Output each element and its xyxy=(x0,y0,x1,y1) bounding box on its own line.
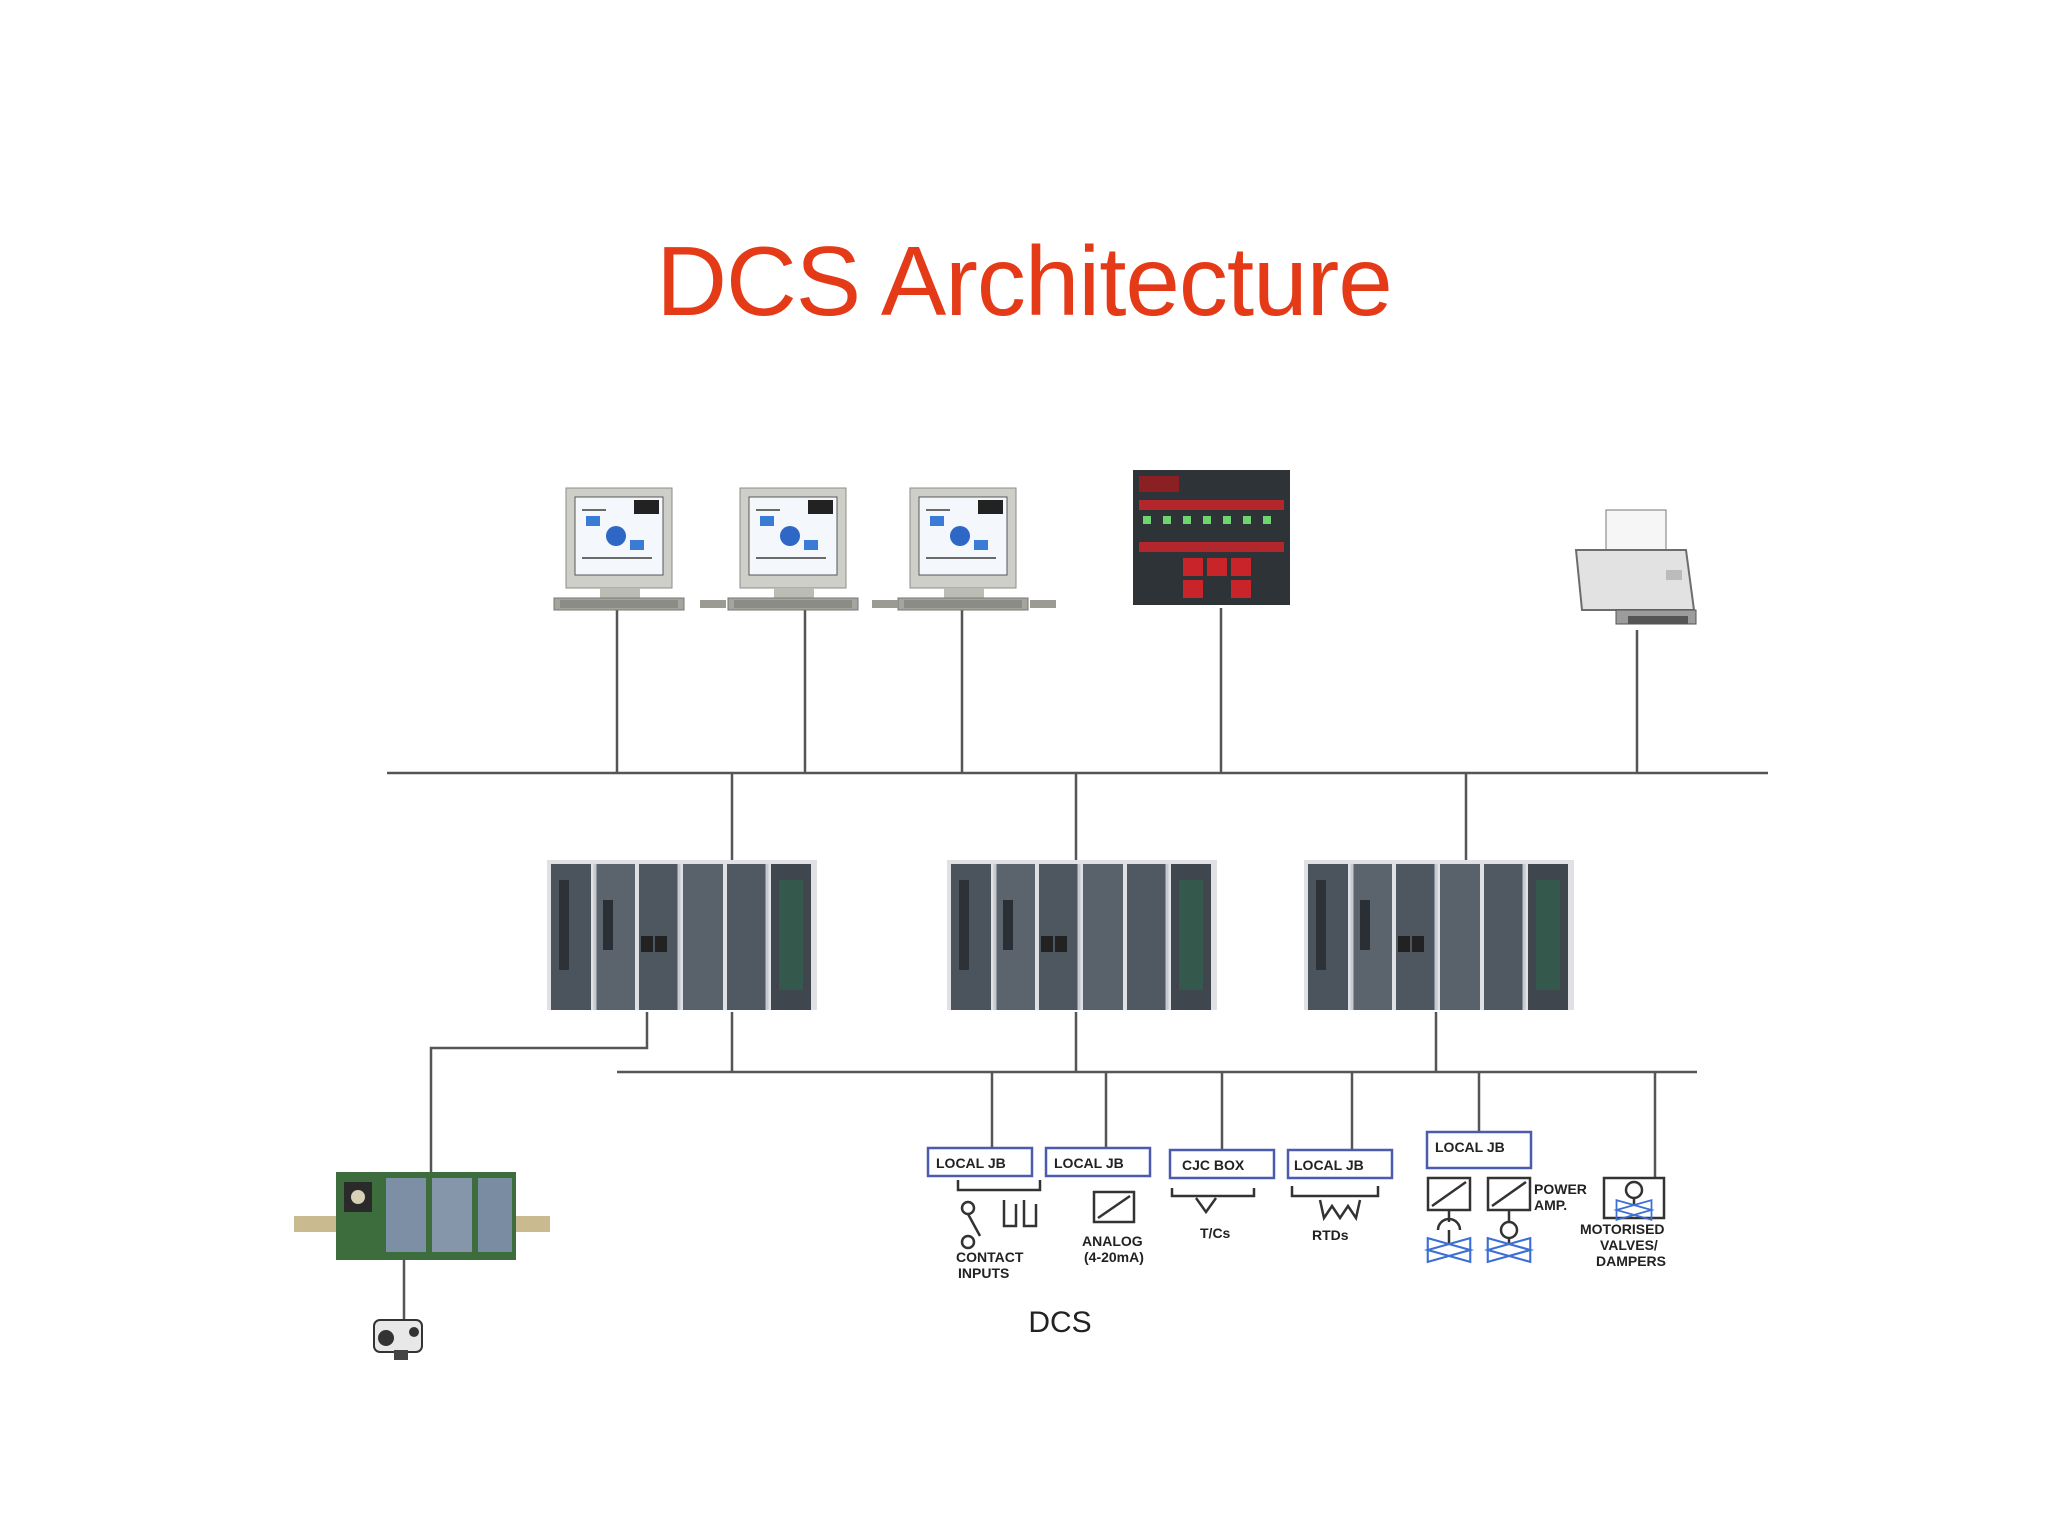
remote-io-module xyxy=(294,1172,550,1260)
local-jb-4: LOCAL JB xyxy=(1425,1130,1533,1170)
contact-inputs-label-1: CONTACT xyxy=(956,1249,1024,1265)
motorised-label-3: DAMPERS xyxy=(1596,1253,1666,1269)
contact-inputs-label-2: INPUTS xyxy=(958,1265,1009,1281)
motorised-label-1: MOTORISED xyxy=(1580,1221,1665,1237)
local-jb-label: LOCAL JB xyxy=(1435,1139,1505,1155)
operator-workstation xyxy=(553,487,685,611)
keyboard-accessories xyxy=(700,600,1056,608)
controller-rack xyxy=(545,858,819,1012)
network-lines xyxy=(387,608,1768,1322)
motorised-label-2: VALVES/ xyxy=(1600,1237,1658,1253)
analog-label-2: (4-20mA) xyxy=(1084,1249,1144,1265)
local-jb-2: LOCAL JB xyxy=(1044,1146,1152,1178)
controller-rack xyxy=(945,858,1219,1012)
local-jb-3: LOCAL JB xyxy=(1286,1148,1394,1180)
cjc-box: CJC BOX xyxy=(1168,1148,1276,1180)
printer xyxy=(1574,509,1697,625)
field-symbols xyxy=(956,1176,1666,1250)
power-amp-label-2: AMP. xyxy=(1534,1197,1567,1213)
diagram-caption: DCS xyxy=(1028,1306,1091,1339)
operator-workstation xyxy=(897,487,1029,611)
tcs-label: T/Cs xyxy=(1200,1225,1231,1241)
engineering-station-panel xyxy=(1133,470,1290,605)
local-jb-label: LOCAL JB xyxy=(1054,1155,1124,1171)
page-title: DCS Architecture xyxy=(656,226,1393,336)
analog-label-1: ANALOG xyxy=(1082,1233,1143,1249)
local-jb-label: LOCAL JB xyxy=(1294,1157,1364,1173)
camera-device xyxy=(373,1319,423,1360)
operator-workstation xyxy=(727,487,859,611)
power-amp-label-1: POWER xyxy=(1534,1181,1587,1197)
local-jb-label: LOCAL JB xyxy=(936,1155,1006,1171)
cjc-box-label: CJC BOX xyxy=(1182,1157,1245,1173)
rtds-label: RTDs xyxy=(1312,1227,1349,1243)
controller-rack xyxy=(1302,858,1576,1012)
local-jb-1: LOCAL JB xyxy=(926,1146,1034,1178)
